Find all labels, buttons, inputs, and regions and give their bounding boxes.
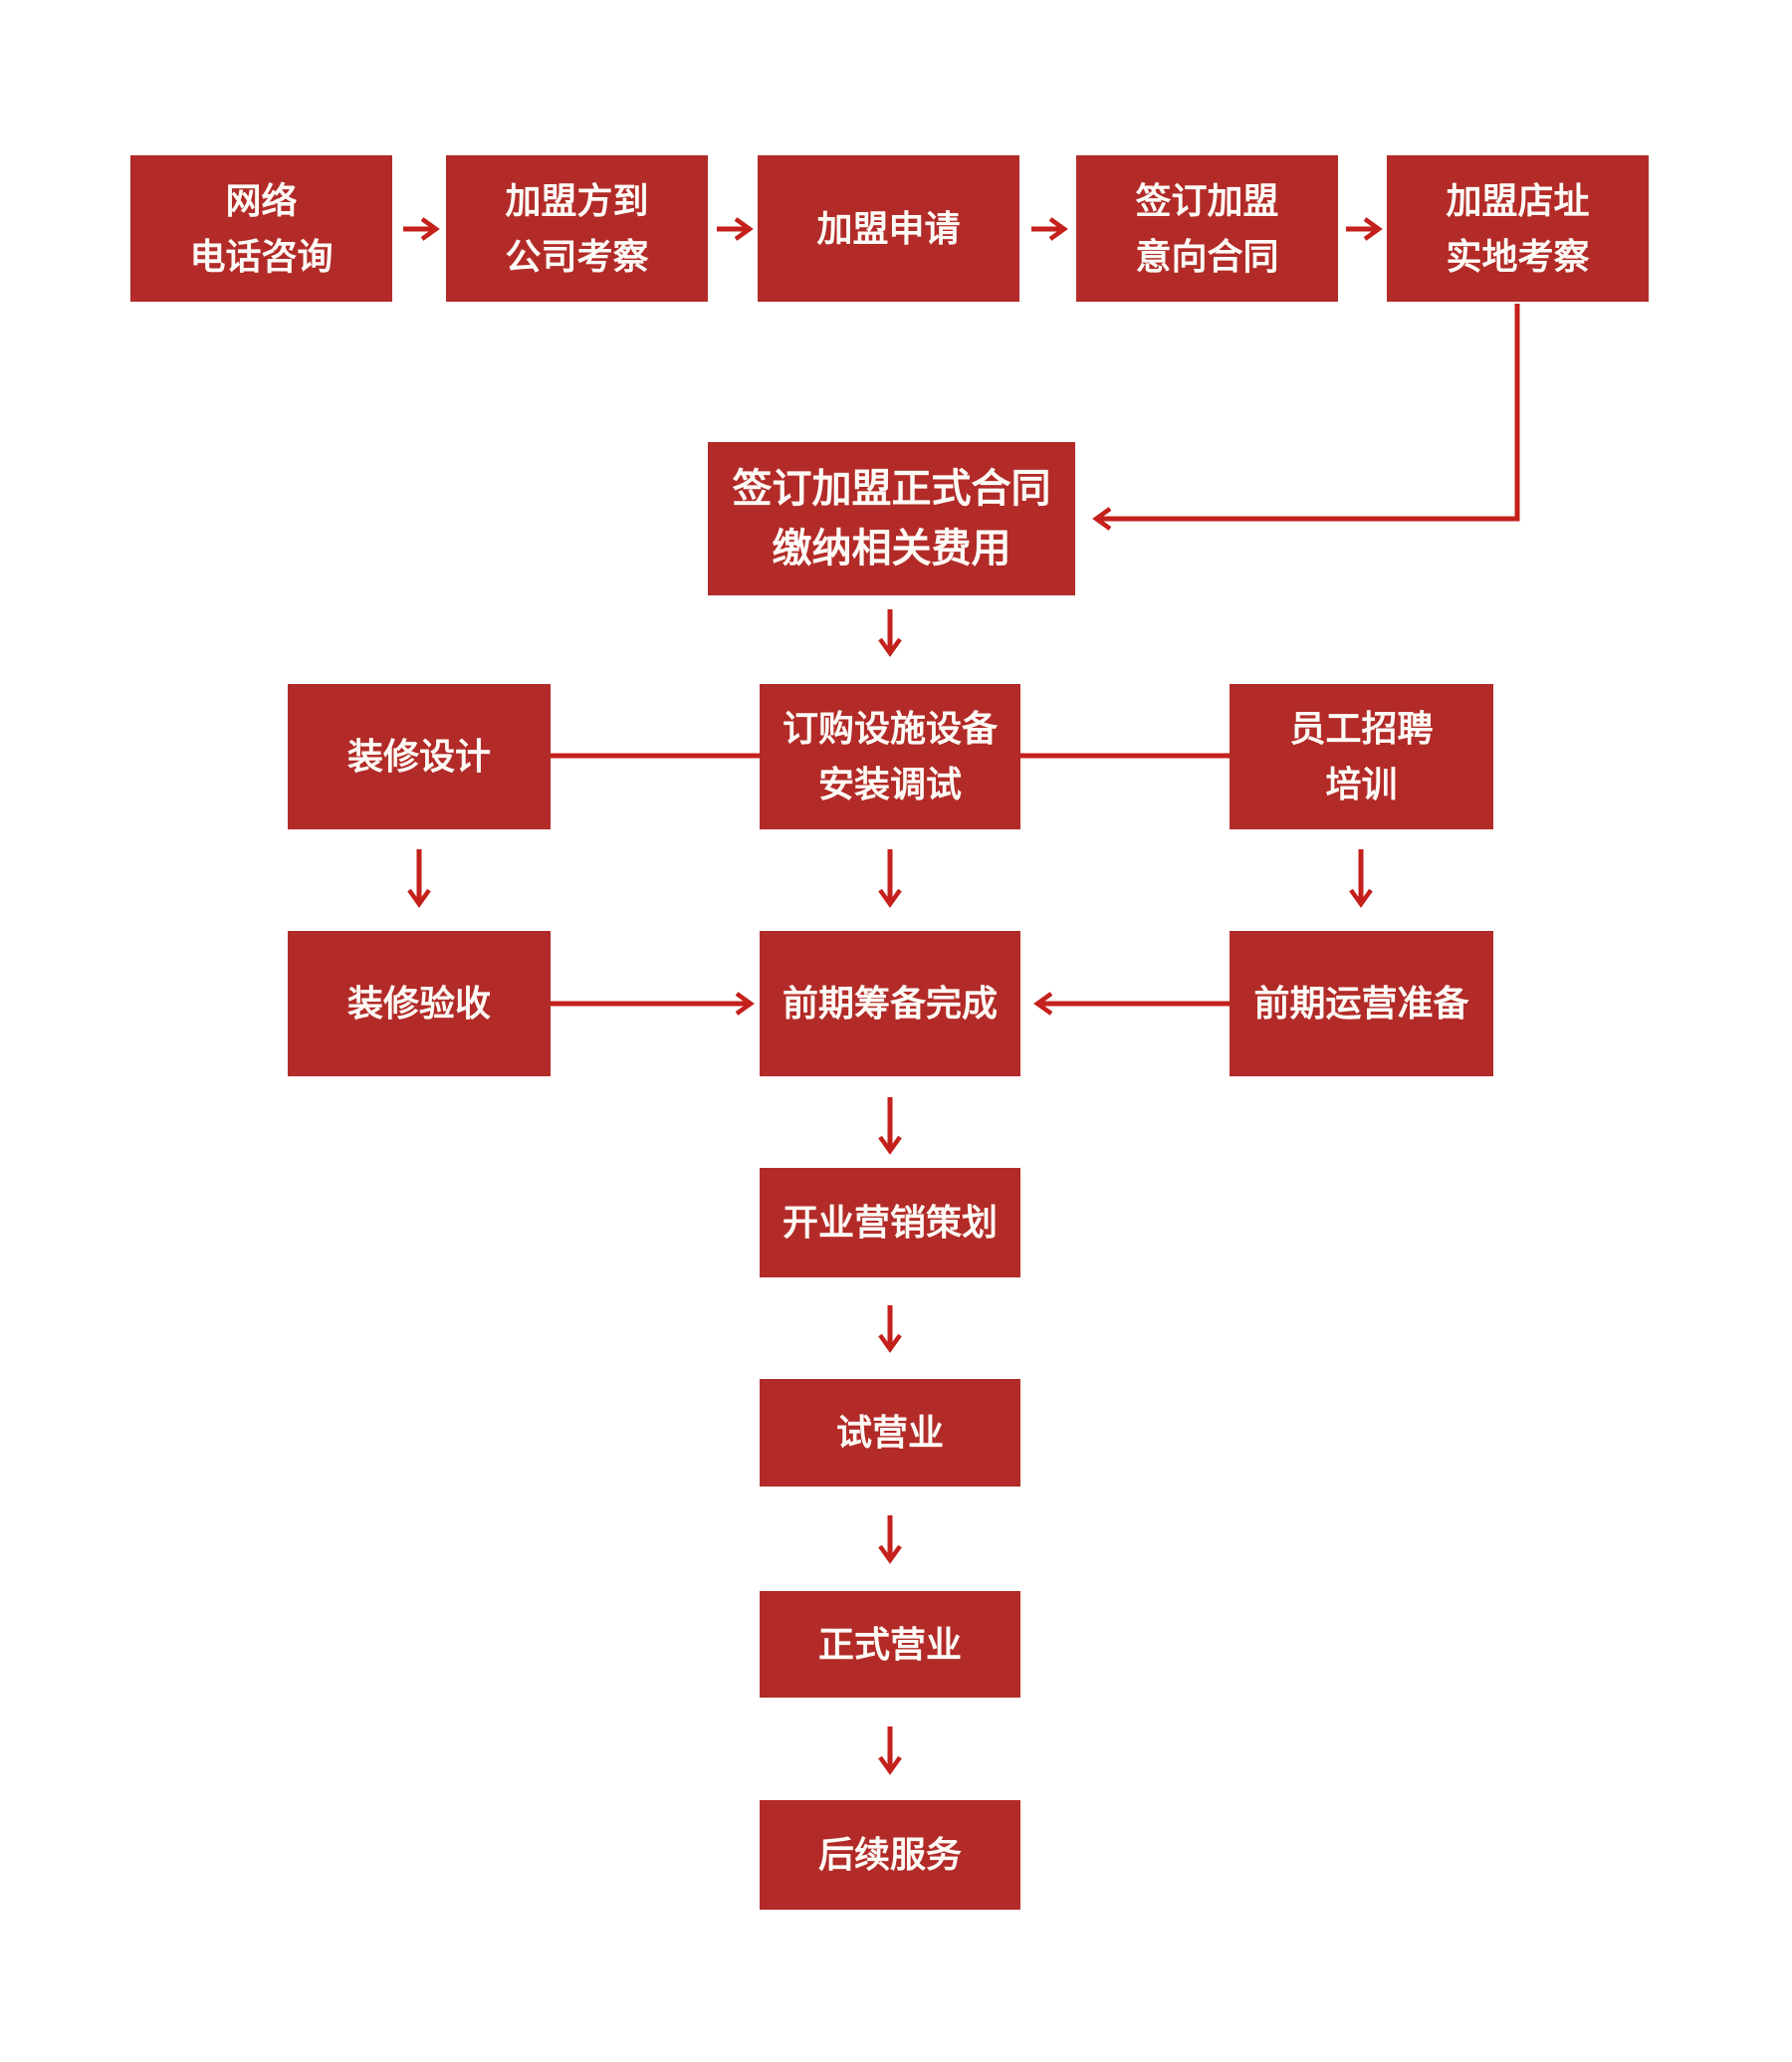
flow-node-online-phone-consult: 网络 电话咨询 (130, 155, 392, 302)
flow-node-official-opening: 正式营业 (760, 1591, 1020, 1698)
flow-node-sign-formal-contract: 签订加盟正式合同 缴纳相关费用 (708, 442, 1075, 595)
flow-node-order-equipment: 订购设施设备 安装调试 (760, 684, 1020, 829)
flow-node-follow-up-service: 后续服务 (760, 1800, 1020, 1910)
flow-node-opening-marketing: 开业营销策划 (760, 1168, 1020, 1277)
arrow-site-to-formal-contract (1092, 304, 1520, 531)
flow-node-decoration-acceptance: 装修验收 (288, 931, 551, 1076)
flow-node-preparation-complete: 前期筹备完成 (760, 931, 1020, 1076)
flow-node-visit-company: 加盟方到 公司考察 (446, 155, 708, 302)
flow-node-sign-intent-contract: 签订加盟 意向合同 (1076, 155, 1338, 302)
flow-node-site-inspection: 加盟店址 实地考察 (1387, 155, 1649, 302)
flow-node-decoration-design: 装修设计 (288, 684, 551, 829)
flow-node-franchise-application: 加盟申请 (758, 155, 1019, 302)
flow-node-staff-recruitment: 员工招聘 培训 (1230, 684, 1493, 829)
flow-node-operation-preparation: 前期运营准备 (1230, 931, 1493, 1076)
flow-node-trial-operation: 试营业 (760, 1379, 1020, 1487)
